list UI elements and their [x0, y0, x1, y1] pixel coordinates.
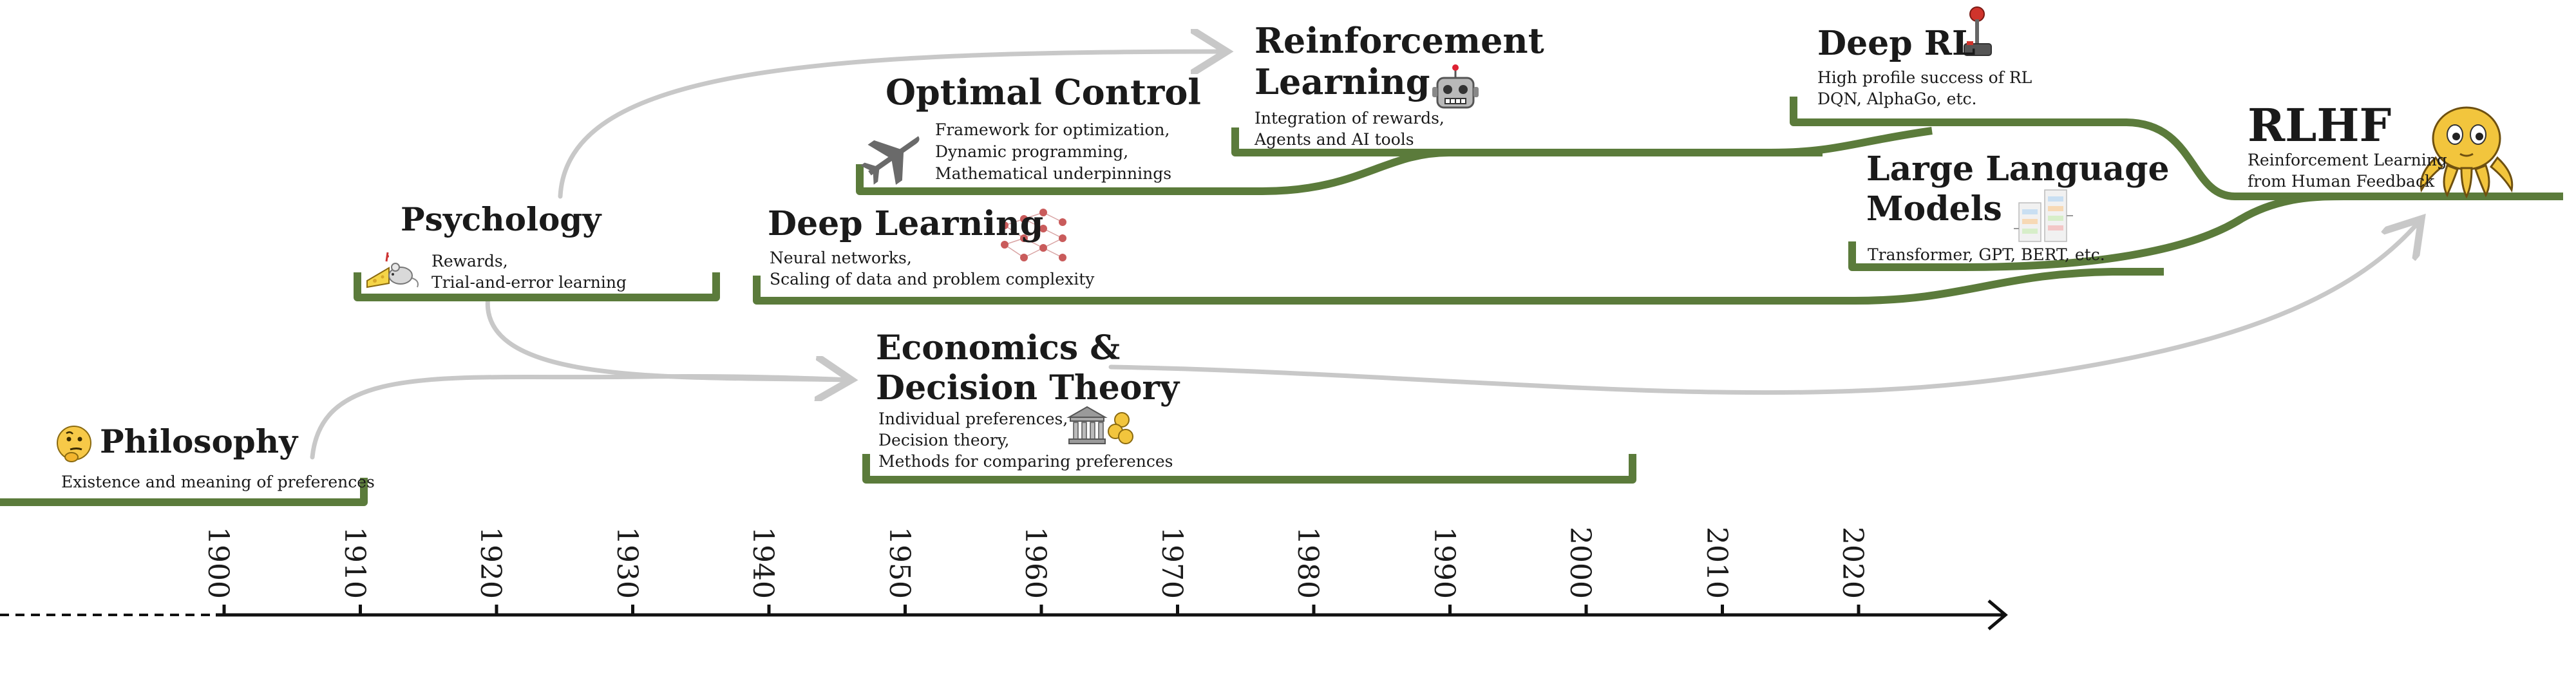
neural-network-icon	[1001, 209, 1066, 261]
text-line: Economics &	[876, 328, 1121, 368]
mouse-and-cheese-icon	[366, 252, 419, 288]
track-llm	[1848, 193, 2345, 271]
text-line: Agents and AI tools	[1255, 129, 1414, 149]
joystick-icon	[1964, 6, 1992, 56]
text-line: Integration of rewards,	[1255, 109, 1444, 127]
text-line: DQN, AlphaGo, etc.	[1817, 89, 1977, 108]
text-line: Reinforcement	[1255, 20, 1544, 61]
node-desc-psychology: Rewards, Trial-and-error learning	[431, 251, 627, 293]
text-line: Decision theory,	[878, 431, 1010, 449]
year-label-1950: 1950	[882, 527, 916, 599]
year-label-1990: 1990	[1427, 527, 1461, 599]
year-label-2000: 2000	[1564, 527, 1596, 599]
text-line: Learning	[1255, 61, 1430, 102]
text-line: Models	[1866, 189, 2002, 229]
airplane-icon	[860, 136, 920, 185]
year-label-1970: 1970	[1155, 527, 1188, 599]
text-line: from Human Feedback	[2248, 171, 2435, 191]
year-label-1920: 1920	[474, 527, 507, 599]
node-title-deep-rl: Deep RL	[1817, 24, 1976, 63]
track-economics	[862, 454, 1636, 484]
bank-and-coins-icon	[1066, 406, 1133, 444]
node-title-rlhf: RLHF	[2248, 99, 2392, 152]
track-reinforcement-learning	[1231, 127, 1933, 156]
robot-icon	[1432, 64, 1479, 109]
year-label-2010: 2010	[1700, 527, 1733, 599]
node-title-economics: Economics &Decision Theory	[876, 328, 1179, 409]
node-desc-llm: Transformer, GPT, BERT, etc.	[1868, 245, 2105, 266]
track-philosophy	[0, 478, 368, 506]
node-desc-philosophy: Existence and meaning of preferences	[61, 472, 375, 493]
node-desc-economics: Individual preferences, Decision theory, M…	[878, 408, 1173, 472]
year-label-1900: 1900	[202, 527, 234, 599]
text-line: Methods for comparing preferences	[878, 452, 1173, 471]
node-desc-rlhf: Reinforcement Learning from Human Feedbac…	[2248, 150, 2447, 192]
text-line: Scaling of data and problem complexity	[770, 269, 1095, 288]
octopus-mascot-icon	[2420, 106, 2514, 199]
year-label-1980: 1980	[1291, 527, 1324, 599]
text-line: Individual preferences,	[878, 410, 1068, 428]
track-psychology	[354, 272, 720, 301]
year-label-1940: 1940	[746, 527, 779, 599]
node-title-philosophy: Philosophy	[100, 422, 298, 460]
text-line: Framework for optimization,	[935, 120, 1170, 139]
text-line: Rewards,	[431, 252, 508, 270]
text-line: Large Language	[1866, 149, 2170, 189]
node-desc-reinforcement-learning: Integration of rewards, Agents and AI too…	[1255, 108, 1444, 150]
time-axis-arrowhead	[1987, 599, 2008, 630]
node-title-deep-learning: Deep Learning	[768, 204, 1044, 243]
node-title-psychology: Psychology	[401, 200, 601, 238]
text-line: Existence and meaning of preferences	[61, 473, 375, 491]
text-line: Trial-and-error learning	[431, 272, 627, 292]
node-desc-deep-rl: High profile success of RL DQN, AlphaGo, …	[1817, 68, 2032, 109]
track-deep-learning	[753, 268, 2164, 305]
year-label-1910: 1910	[337, 527, 371, 599]
year-label-2020: 2020	[1836, 527, 1869, 599]
transformer-diagram-icon	[2014, 189, 2073, 242]
influence-arrow-economics-to-rlhf	[1108, 219, 2421, 395]
thinking-face-icon	[57, 426, 91, 462]
track-deep-rl	[1790, 97, 2563, 200]
text-line: Reinforcement Learning	[2248, 151, 2447, 169]
influence-arrow-philosophy-to-economics	[310, 377, 851, 460]
influence-arrow-psychology-to-rl	[558, 52, 1227, 199]
influence-arrow-psychology-to-economics	[485, 294, 854, 382]
text-line: High profile success of RL	[1817, 68, 2032, 87]
text-line: Transformer, GPT, BERT, etc.	[1868, 245, 2105, 264]
text-line: Neural networks,	[770, 249, 912, 267]
text-line: Decision Theory	[876, 368, 1180, 408]
node-title-optimal-control: Optimal Control	[886, 71, 1201, 113]
year-label-1960: 1960	[1019, 527, 1052, 599]
node-desc-optimal-control: Framework for optimization, Dynamic progr…	[935, 119, 1171, 184]
node-desc-deep-learning: Neural networks, Scaling of data and prob…	[770, 248, 1094, 290]
text-line: Dynamic programming,	[935, 142, 1129, 161]
text-line: Mathematical underpinnings	[935, 164, 1172, 183]
year-label-1930: 1930	[610, 527, 643, 599]
